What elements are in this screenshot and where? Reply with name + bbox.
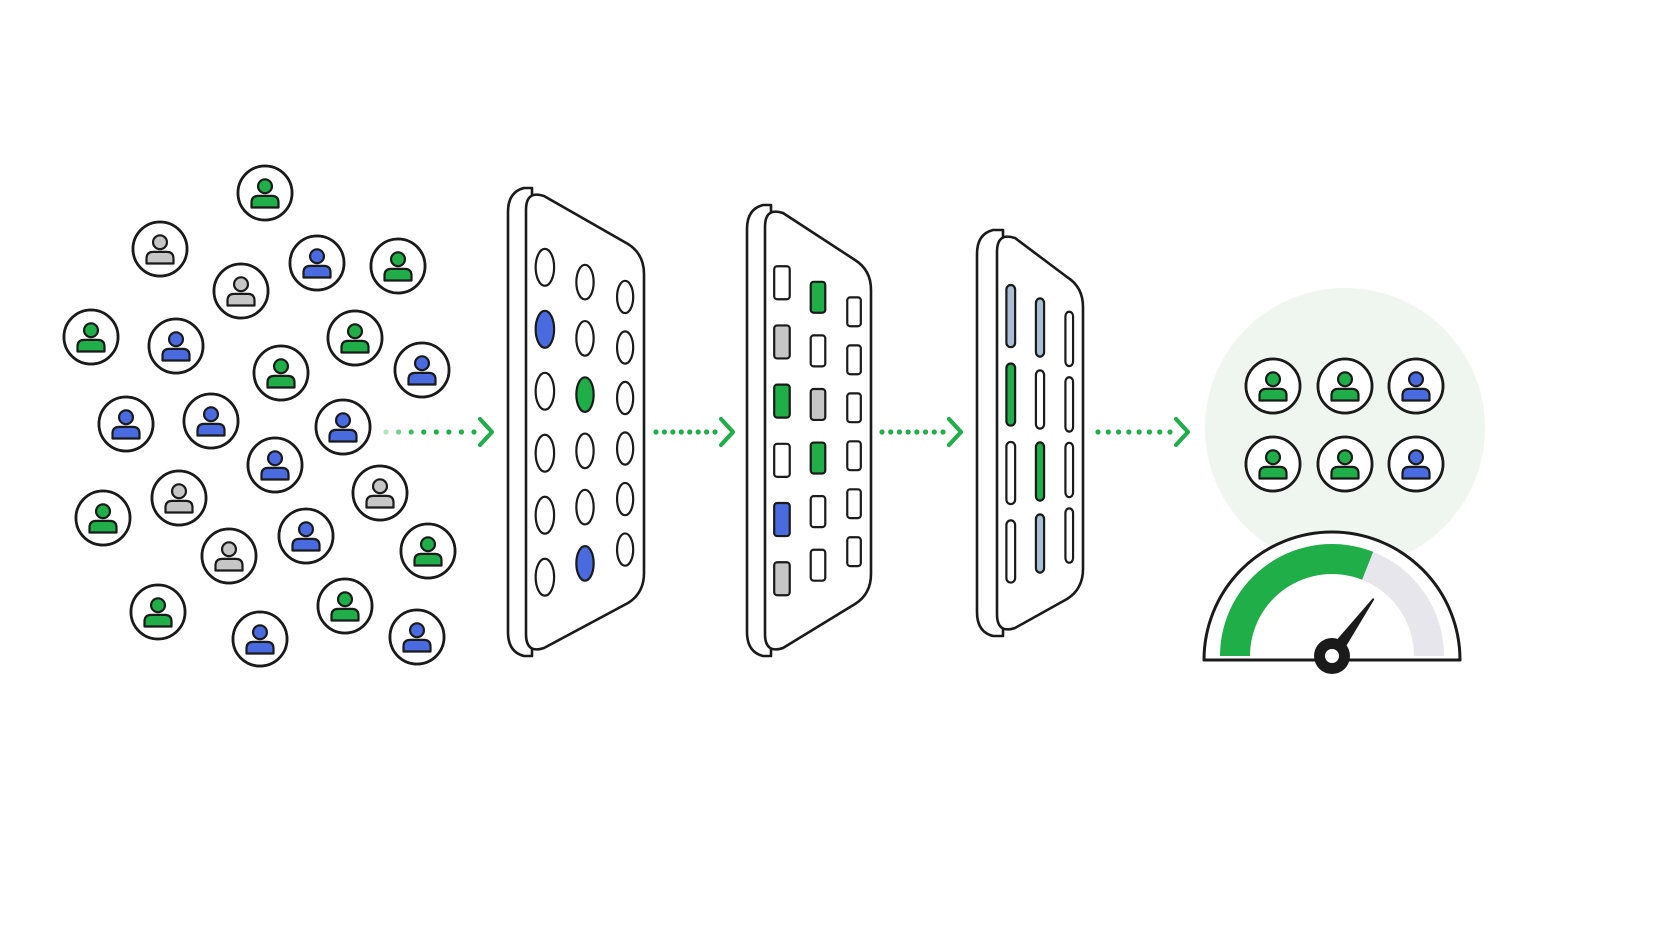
filter-cell [575, 376, 595, 414]
filter-cell [1005, 519, 1017, 584]
filter-cell [534, 371, 556, 411]
filter-cell [615, 279, 635, 315]
filter-cell [534, 495, 556, 535]
user-avatar-icon [393, 341, 451, 399]
filter-cell [773, 265, 791, 301]
filter-cell [809, 280, 827, 314]
user-avatar-icon [200, 527, 258, 585]
filter-cell [773, 501, 791, 538]
user-avatar-icon [277, 507, 335, 565]
gauge-fill [1220, 544, 1374, 656]
flow-arrows [383, 416, 1191, 448]
filter-cell [1064, 441, 1075, 499]
filter-cell [615, 380, 635, 416]
filter-cell [1034, 441, 1046, 502]
filter-cell [615, 431, 635, 466]
filter-cell [575, 544, 595, 582]
filter-cell [534, 433, 556, 473]
user-avatar-icon [1316, 357, 1374, 415]
filter-cell [773, 442, 791, 478]
user-avatar-icon [74, 489, 132, 547]
filter-cell [615, 532, 635, 567]
gauge-track [1362, 551, 1444, 656]
speedometer-gauge-icon [1202, 530, 1462, 674]
user-avatar-icon [388, 608, 446, 666]
filter-cell [1034, 297, 1046, 358]
filter-cell [1064, 376, 1075, 433]
result-highlight [1205, 288, 1485, 568]
filter-layers [506, 186, 1085, 658]
user-avatar-icon [129, 583, 187, 641]
dotted-arrow-icon [653, 416, 736, 448]
user-avatar-icon [1387, 435, 1445, 493]
user-avatar-icon [62, 308, 120, 366]
user-avatar-icon [351, 464, 409, 522]
filter-cell [773, 324, 791, 360]
filter-cell [1034, 513, 1046, 574]
dotted-arrow-icon [1095, 416, 1191, 448]
dotted-arrow-icon [879, 416, 964, 448]
user-avatar-icon [326, 309, 384, 367]
filter-cell [575, 488, 595, 526]
filter-cell [846, 488, 862, 520]
filter-cell [575, 432, 595, 470]
filter-cell [1005, 362, 1017, 427]
user-avatar-icon [231, 610, 289, 668]
filter-cell [846, 536, 862, 568]
filter-cell [1005, 283, 1017, 349]
user-avatar-icon [236, 164, 294, 222]
user-avatar-icon [147, 317, 205, 375]
filter-cell [575, 319, 595, 357]
filter-cell [1064, 507, 1075, 564]
filter-cell [809, 441, 827, 475]
user-avatar-icon [212, 262, 270, 320]
filter-cell [809, 495, 827, 529]
user-avatar-icon [97, 395, 155, 453]
user-avatar-icon [369, 237, 427, 295]
filter-cell [846, 344, 862, 376]
user-avatar-icon [246, 436, 304, 494]
input-population-cluster [62, 164, 457, 668]
filter-panel [745, 203, 873, 658]
user-avatar-icon [288, 234, 346, 292]
filter-cell [1064, 310, 1075, 368]
filter-cell [809, 334, 827, 368]
user-avatar-icon [314, 398, 372, 456]
filter-panel [975, 228, 1085, 638]
user-avatar-icon [182, 392, 240, 450]
filter-cell [534, 557, 556, 597]
user-avatar-icon [1244, 357, 1302, 415]
filter-cell [773, 561, 791, 597]
filter-cell [615, 481, 635, 517]
user-avatar-icon [1387, 357, 1445, 415]
user-avatar-icon [399, 522, 457, 580]
filter-cell [615, 330, 635, 365]
user-avatar-icon [150, 469, 208, 527]
filter-panel [506, 186, 646, 658]
filter-cell [1034, 369, 1046, 430]
result-audience-group [1205, 288, 1485, 568]
filter-cell [809, 548, 827, 582]
filter-cell [534, 247, 556, 287]
filter-cell [534, 309, 556, 349]
user-avatar-icon [252, 344, 310, 402]
filter-cell [809, 387, 827, 422]
user-avatar-icon [131, 220, 189, 278]
user-avatar-icon [1316, 435, 1374, 493]
user-avatar-icon [316, 577, 374, 635]
filter-cell [773, 383, 791, 419]
filter-cell [846, 296, 862, 328]
filter-cell [575, 263, 595, 301]
user-avatar-icon [1244, 435, 1302, 493]
filter-cell [1005, 440, 1017, 506]
dotted-arrow-icon [383, 416, 495, 448]
filter-cell [846, 440, 862, 472]
gauge-dial [1202, 530, 1462, 662]
filter-cell [846, 392, 862, 424]
